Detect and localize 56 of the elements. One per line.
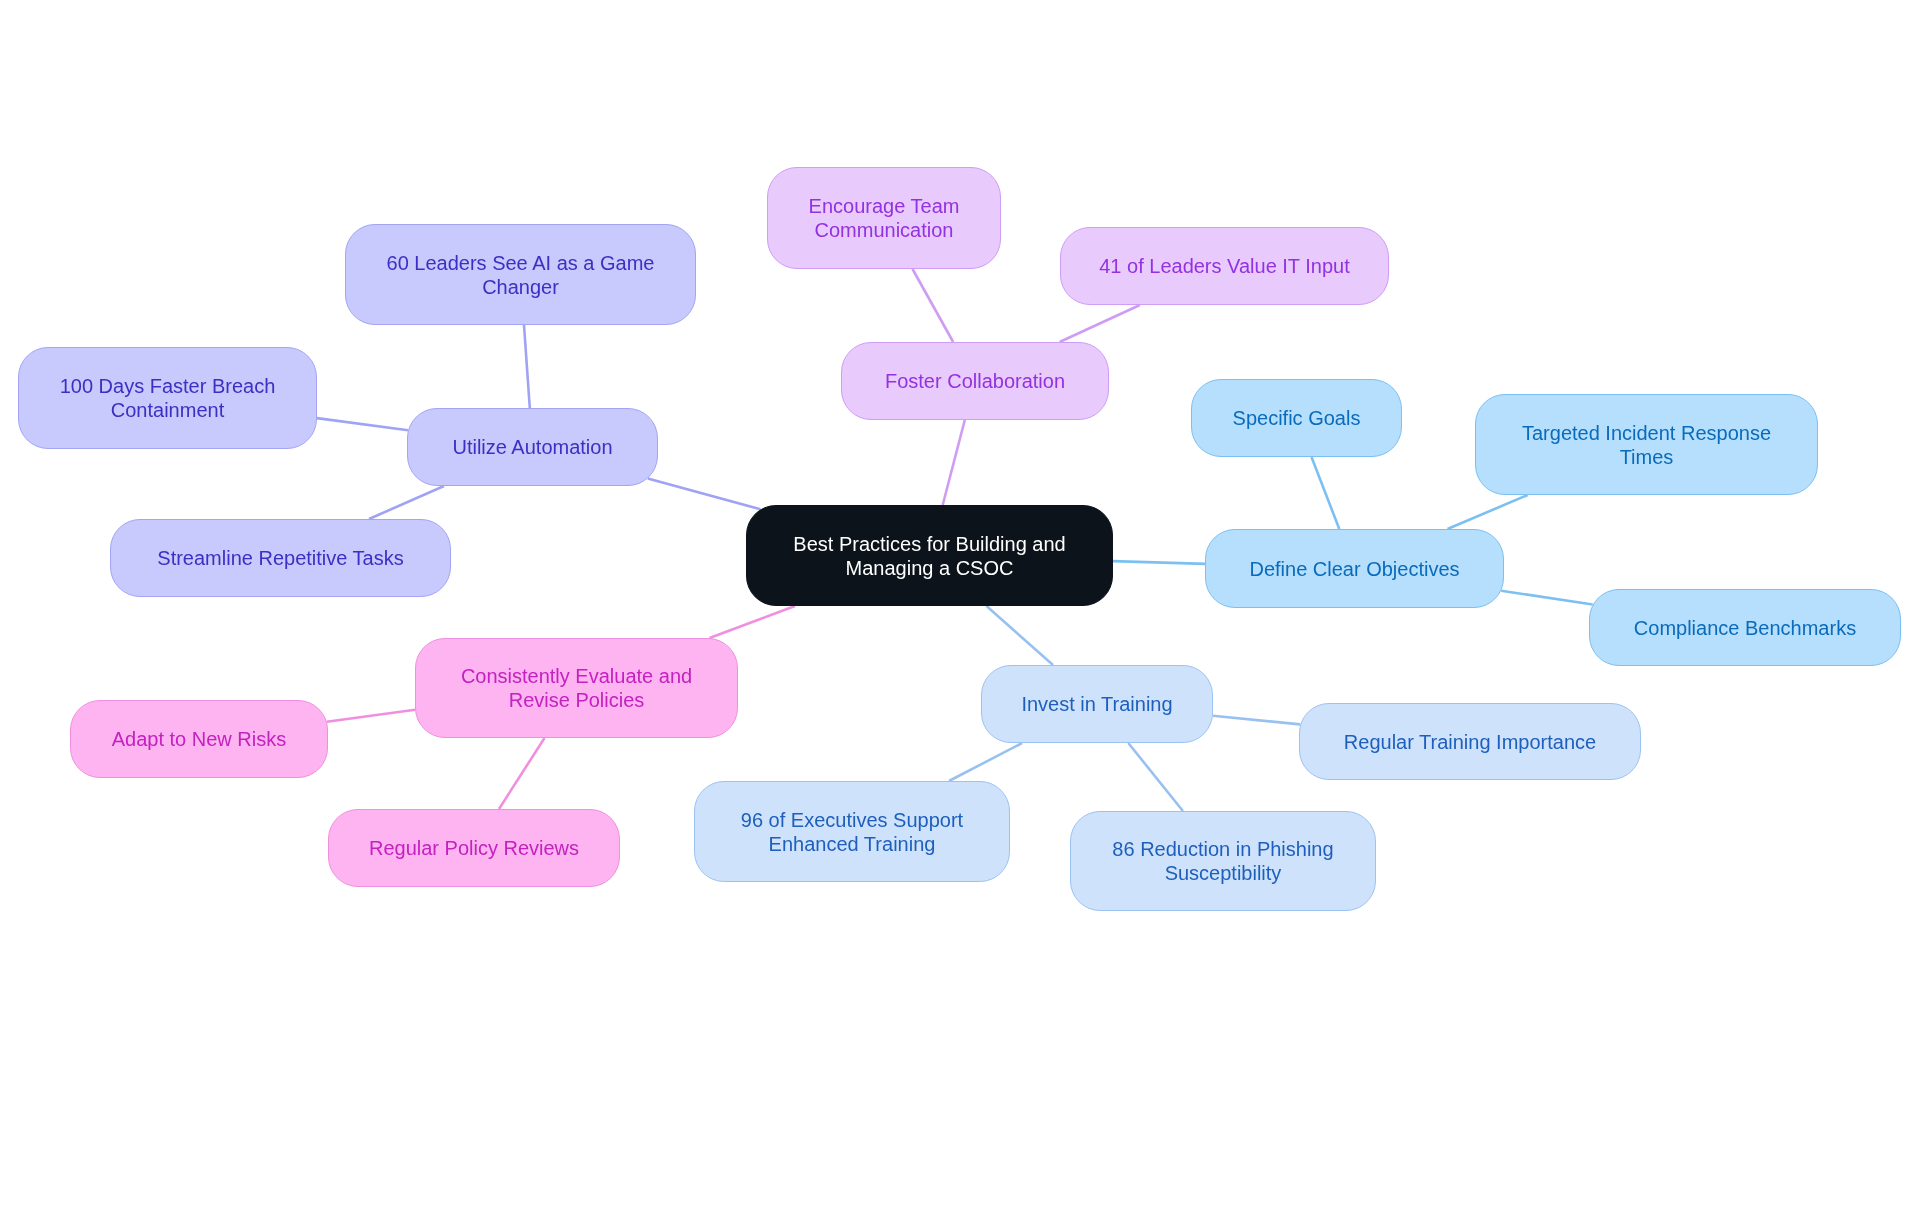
topic-label: Define Clear Objectives	[1249, 556, 1460, 581]
connector-line	[1059, 303, 1141, 344]
central-topic-box	[746, 505, 1113, 606]
topic-label: 41 of Leaders Value IT Input	[1099, 254, 1350, 278]
topic-box	[1475, 394, 1818, 495]
topic-label: Best Practices for Building and Managing a CSOC	[792, 531, 1067, 580]
connector-line	[1447, 493, 1529, 531]
topic-box	[1589, 589, 1901, 666]
topic-box	[328, 809, 620, 887]
topic-label: 100 Days Faster Breach Containment	[58, 374, 277, 422]
topic-label: 60 Leaders See AI as a Game Changer	[385, 250, 656, 299]
topic-label: Consistently Evaluate and Revise Policies	[459, 664, 694, 712]
topic-box	[345, 224, 696, 325]
connector-line	[709, 604, 796, 640]
topic-box	[415, 638, 738, 738]
topic-box	[767, 167, 1001, 269]
topic-label: Adapt to New Risks	[111, 727, 287, 751]
topic-box	[407, 408, 658, 486]
topic-box	[1070, 811, 1376, 911]
connector-line	[948, 741, 1023, 783]
topic-box	[1191, 379, 1402, 457]
topic-box	[110, 519, 451, 597]
topic-label: Regular Training Importance	[1343, 729, 1597, 754]
topic-box	[981, 665, 1213, 743]
topic-box	[1205, 529, 1504, 608]
connector-line	[1212, 714, 1301, 726]
topic-label: Utilize Automation	[452, 435, 613, 459]
topic-label: 86 Reduction in Phishing Susceptibility	[1111, 837, 1335, 885]
connector-line	[941, 419, 967, 506]
connector-line	[522, 324, 532, 409]
connector-line	[1127, 742, 1184, 812]
topic-box	[18, 347, 317, 449]
connector-line	[1501, 589, 1593, 606]
connector-line	[1310, 456, 1341, 530]
connector-line	[326, 708, 416, 723]
connector-line	[316, 416, 409, 432]
topic-box	[841, 342, 1109, 420]
topic-label: Foster Collaboration	[884, 369, 1066, 393]
connector-line	[647, 477, 761, 511]
topic-label: Encourage Team Communication	[807, 194, 961, 242]
connector-line	[497, 737, 546, 810]
topic-label: 96 of Executives Support Enhanced Training	[739, 807, 965, 856]
topic-label: Compliance Benchmarks	[1633, 615, 1857, 640]
topic-label: Targeted Incident Response Times	[1520, 420, 1773, 469]
topic-box	[694, 781, 1010, 882]
connector-line	[368, 484, 445, 521]
topic-label: Specific Goals	[1232, 406, 1361, 430]
topic-box	[1299, 703, 1641, 780]
connector-line	[985, 605, 1054, 666]
topic-label: Streamline Repetitive Tasks	[157, 546, 404, 570]
connector-line	[911, 268, 955, 343]
topic-label: Regular Policy Reviews	[368, 836, 580, 860]
topic-box	[1060, 227, 1389, 305]
topic-box	[70, 700, 328, 778]
topic-label: Invest in Training	[1021, 692, 1173, 716]
connector-line	[1112, 559, 1206, 566]
